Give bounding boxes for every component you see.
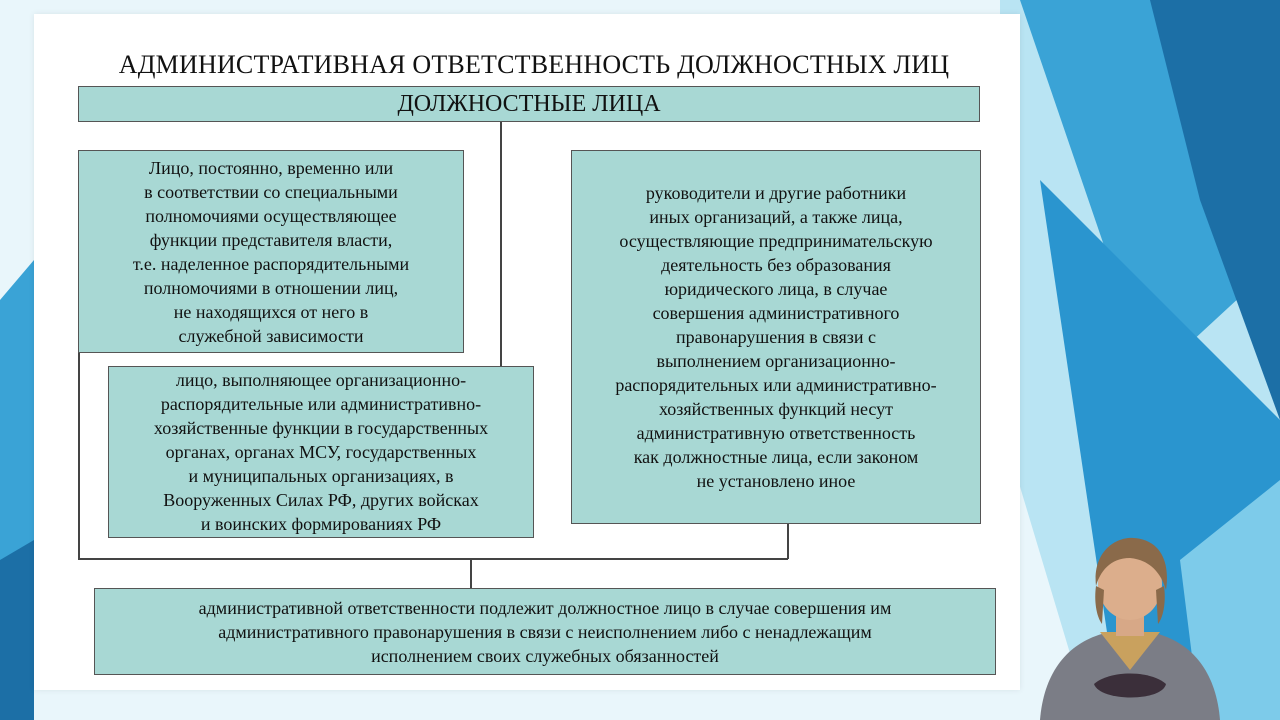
box-text-line: совершения административного (652, 303, 900, 323)
box-text-line: Вооруженных Силах РФ, других войсках (163, 490, 479, 510)
box-text-line: осуществляющие предпринимательскую (619, 231, 933, 251)
connector-line (78, 558, 788, 560)
box-text-line: не установлено иное (696, 471, 856, 491)
slide-canvas: АДМИНИСТРАТИВНАЯ ОТВЕТСТВЕННОСТЬ ДОЛЖНОС… (34, 14, 1020, 690)
liability-conclusion-box: административной ответственности подлежи… (94, 588, 996, 675)
officials-header-box: ДОЛЖНОСТНЫЕ ЛИЦА (78, 86, 980, 122)
box-text-line: и муниципальных организациях, в (188, 466, 454, 486)
box-text-line: служебной зависимости (178, 325, 364, 346)
box-text-line: деятельность без образования (661, 255, 891, 275)
other-organizations-managers-box: руководители и другие работники иных орг… (571, 150, 981, 524)
box-text-line: в соответствии со специальными (144, 181, 398, 202)
connector-line (78, 353, 80, 559)
box-text-line: административную ответственность (636, 423, 916, 443)
box-text-line: лицо, выполняющее организационно- (175, 370, 467, 390)
box-text-line: как должностные лица, если законом (633, 447, 919, 467)
box-text-line: хозяйственные функции в государственных (153, 418, 489, 438)
box-text-line: распорядительных или административно- (615, 375, 937, 395)
box-text-line: Лицо, постоянно, временно или (148, 157, 394, 178)
box-text-line: административного правонарушения в связи… (218, 621, 872, 642)
box-text-line: функции представителя власти, (149, 229, 393, 250)
box-text-line: исполнением своих служебных обязанностей (371, 645, 719, 666)
presenter-video-overlay (1040, 537, 1220, 720)
box-text-line: административной ответственности подлежи… (198, 597, 892, 618)
box-text-line: полномочиями осуществляющее (145, 205, 397, 226)
box-text-line: не находящихся от него в (173, 301, 369, 322)
box-text-line: полномочиями в отношении лиц, (143, 277, 399, 298)
connector-line (470, 558, 472, 588)
box-text-line: руководители и другие работники (645, 183, 907, 203)
box-text-line: хозяйственных функций несут (658, 399, 894, 419)
box-text-line: т.е. наделенное распорядительными (132, 253, 410, 274)
connector-line (500, 122, 502, 366)
state-organization-official-box: лицо, выполняющее организационно- распор… (108, 366, 534, 538)
header-label: ДОЛЖНОСТНЫЕ ЛИЦА (397, 91, 661, 117)
box-text-line: выполнением организационно- (656, 351, 896, 371)
box-text-line: иных организаций, а также лица, (649, 207, 903, 227)
box-text-line: и воинских формированиях РФ (200, 514, 442, 534)
box-text-line: юридического лица, в случае (664, 279, 888, 299)
box-text-line: распорядительные или административно- (160, 394, 482, 414)
box-text-line: органах, органах МСУ, государственных (165, 442, 477, 462)
authority-representative-box: Лицо, постоянно, временно или в соответс… (78, 150, 464, 353)
box-text-line: правонарушения в связи с (675, 327, 877, 347)
connector-line (787, 524, 789, 559)
slide-title: АДМИНИСТРАТИВНАЯ ОТВЕТСТВЕННОСТЬ ДОЛЖНОС… (118, 50, 950, 79)
